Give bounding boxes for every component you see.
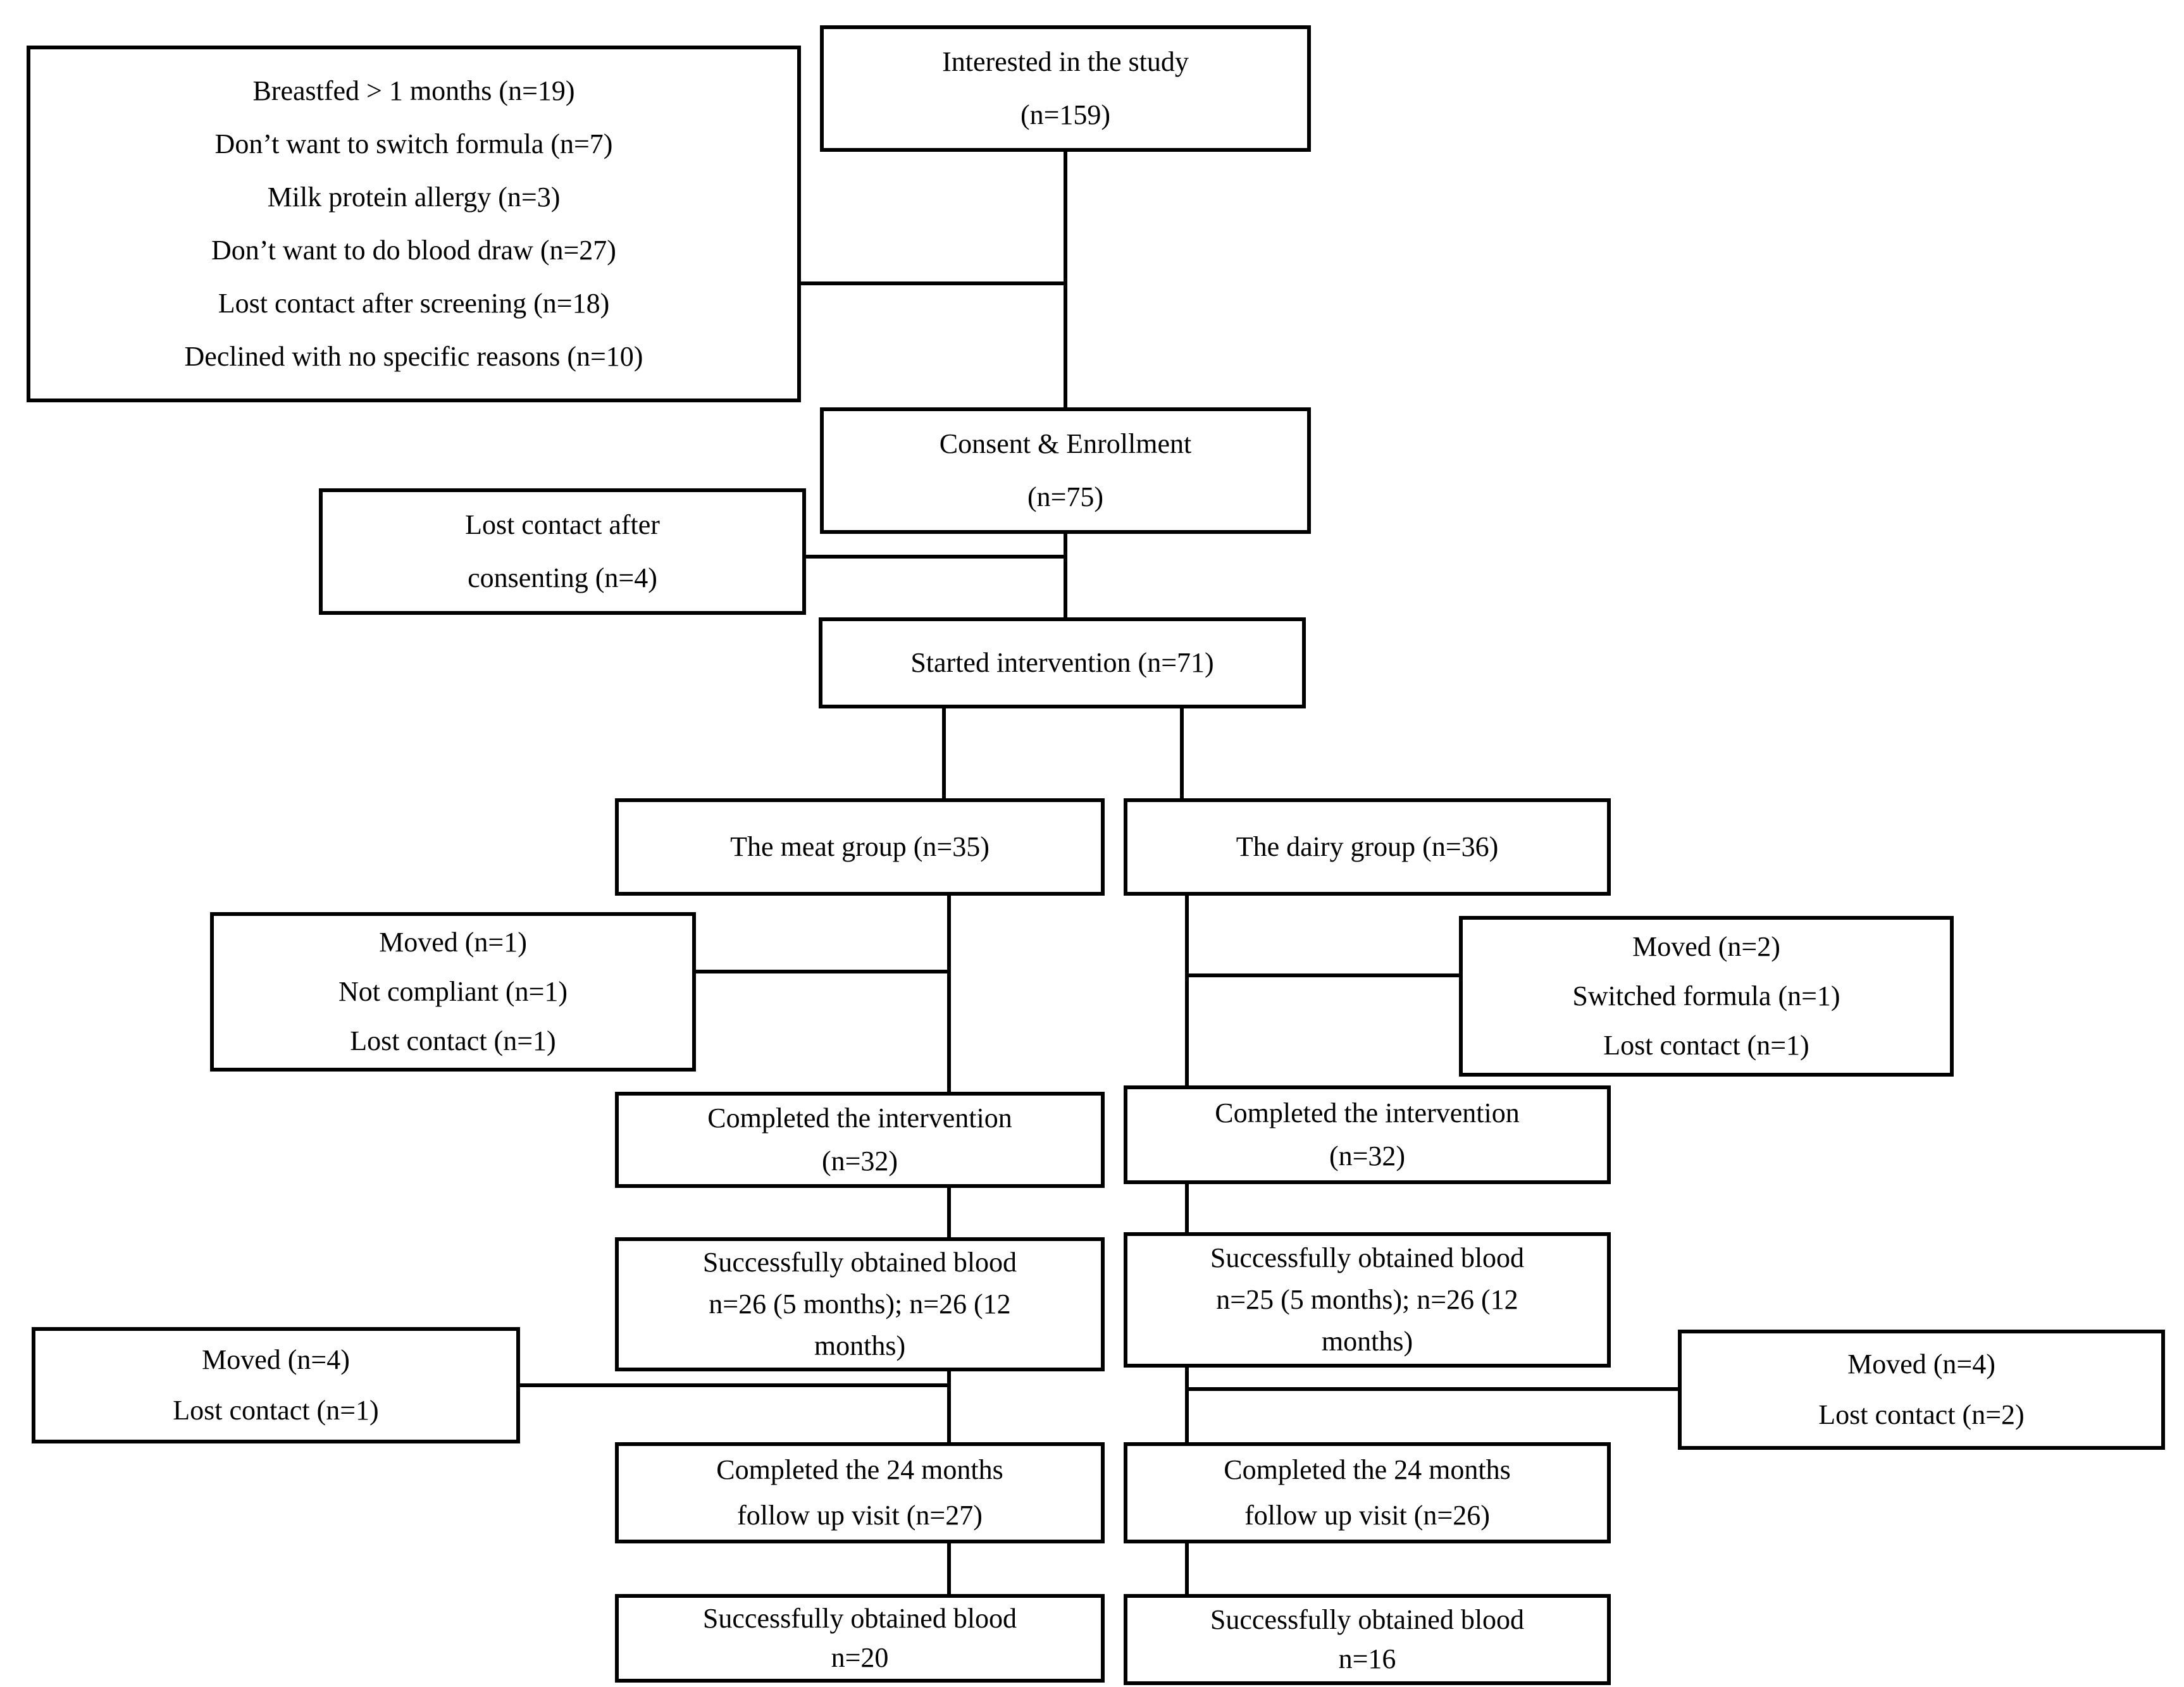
box-line: months) <box>1321 1326 1413 1357</box>
box-line: Declined with no specific reasons (n=10) <box>184 341 643 372</box>
box-line: Milk protein allergy (n=3) <box>267 182 561 213</box>
box-dairy-withdrawals: Moved (n=2) Switched formula (n=1) Lost co… <box>1459 916 1954 1077</box>
box-dairy-completed-intervention: Completed the intervention (n=32) <box>1124 1085 1611 1184</box>
box-consent-enrollment: Consent & Enrollment (n=75) <box>820 407 1311 534</box>
box-line: consenting (n=4) <box>468 562 657 593</box>
box-line: Lost contact (n=1) <box>350 1025 556 1056</box>
box-line: Moved (n=4) <box>1847 1349 1995 1380</box>
box-line: Switched formula (n=1) <box>1572 980 1840 1011</box>
box-dairy-withdrawals-followup: Moved (n=4) Lost contact (n=2) <box>1678 1330 2165 1450</box>
box-started-intervention: Started intervention (n=71) <box>819 617 1306 708</box>
box-line: n=25 (5 months); n=26 (12 <box>1216 1284 1518 1315</box>
box-line: Not compliant (n=1) <box>338 976 568 1007</box>
box-meat-withdrawals-followup: Moved (n=4) Lost contact (n=1) <box>32 1327 520 1443</box>
box-line: n=26 (5 months); n=26 (12 <box>709 1288 1011 1319</box>
box-line: months) <box>814 1330 906 1361</box>
box-meat-blood-5-12-months: Successfully obtained blood n=26 (5 month… <box>615 1237 1105 1371</box>
box-meat-blood-24-months: Successfully obtained blood n=20 <box>615 1594 1105 1683</box>
box-line: Completed the 24 months <box>716 1454 1003 1485</box>
box-line: Interested in the study <box>942 46 1189 77</box>
box-line: n=20 <box>831 1642 889 1673</box>
box-meat-withdrawals: Moved (n=1) Not compliant (n=1) Lost conta… <box>210 912 696 1072</box>
box-line: Don’t want to switch formula (n=7) <box>214 128 613 159</box>
box-meat-24-months-followup: Completed the 24 months follow up visit (… <box>615 1442 1105 1543</box>
box-line: Lost contact (n=2) <box>1818 1399 2025 1430</box>
box-line: Completed the intervention <box>1215 1097 1520 1128</box>
box-line: (n=32) <box>1329 1140 1406 1171</box>
box-line: (n=159) <box>1020 99 1111 130</box>
box-line: Successfully obtained blood <box>1210 1242 1525 1273</box>
box-line: follow up visit (n=27) <box>737 1500 983 1531</box>
box-line: n=16 <box>1338 1643 1396 1674</box>
box-dairy-blood-24-months: Successfully obtained blood n=16 <box>1124 1594 1611 1685</box>
box-line: Successfully obtained blood <box>702 1603 1017 1634</box>
box-line: Completed the intervention <box>707 1103 1012 1134</box>
box-line: Lost contact after <box>465 509 660 540</box>
box-line: Lost contact (n=1) <box>173 1395 379 1426</box>
box-line: Breastfed > 1 months (n=19) <box>252 75 575 106</box>
box-line: Completed the 24 months <box>1224 1454 1511 1485</box>
box-line: Don’t want to do blood draw (n=27) <box>211 235 616 266</box>
box-line: Started intervention (n=71) <box>910 647 1214 678</box>
box-line: follow up visit (n=26) <box>1244 1500 1490 1531</box>
box-line: (n=75) <box>1027 481 1104 512</box>
box-line: Successfully obtained blood <box>702 1247 1017 1278</box>
box-line: Consent & Enrollment <box>939 428 1192 459</box>
box-meat-group: The meat group (n=35) <box>615 798 1105 896</box>
box-line: Moved (n=1) <box>379 927 527 958</box>
box-lost-after-consenting: Lost contact after consenting (n=4) <box>319 488 806 615</box>
box-dairy-group: The dairy group (n=36) <box>1124 798 1611 896</box>
box-interested: Interested in the study (n=159) <box>820 25 1311 152</box>
box-dairy-24-months-followup: Completed the 24 months follow up visit (… <box>1124 1442 1611 1543</box>
box-line: Lost contact (n=1) <box>1603 1030 1809 1061</box>
box-meat-completed-intervention: Completed the intervention (n=32) <box>615 1092 1105 1188</box>
box-line: Successfully obtained blood <box>1210 1604 1525 1635</box>
box-dairy-blood-5-12-months: Successfully obtained blood n=25 (5 month… <box>1124 1232 1611 1368</box>
box-line: (n=32) <box>821 1146 898 1177</box>
box-exclusion-reasons: Breastfed > 1 months (n=19) Don’t want to… <box>27 46 801 402</box>
box-line: The meat group (n=35) <box>730 831 990 862</box>
box-line: Moved (n=2) <box>1632 931 1780 962</box>
box-line: Lost contact after screening (n=18) <box>218 288 610 319</box>
box-line: The dairy group (n=36) <box>1236 831 1499 862</box>
box-line: Moved (n=4) <box>202 1344 350 1375</box>
